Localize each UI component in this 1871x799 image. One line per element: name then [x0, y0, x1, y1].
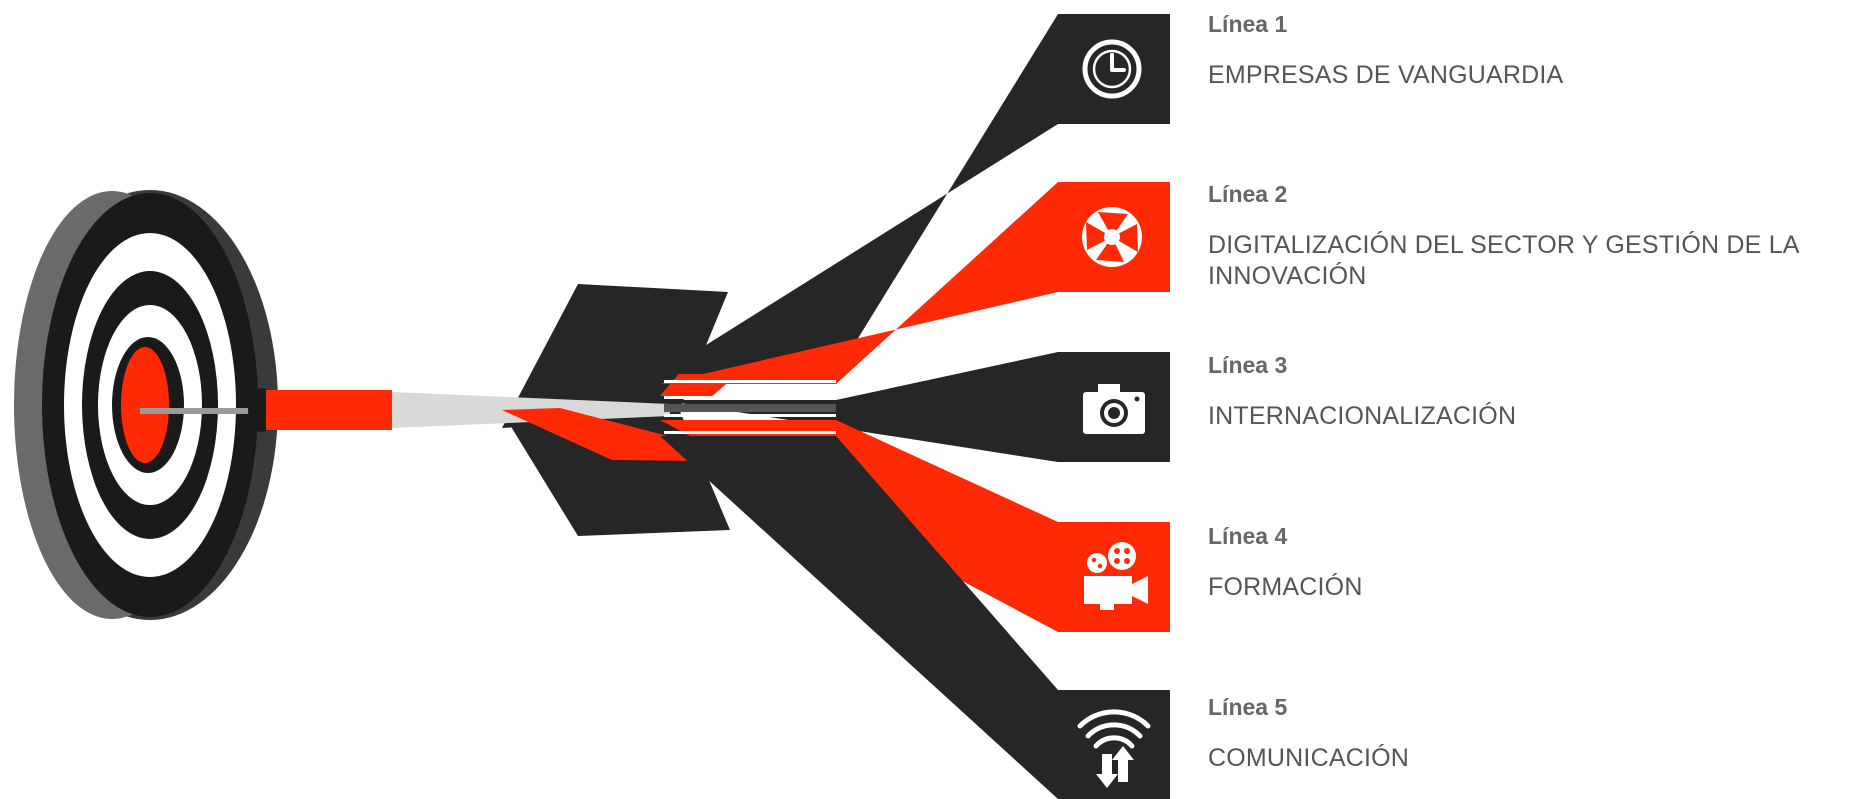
film-camera-icon	[1084, 542, 1148, 610]
line-label: Línea 3	[1208, 352, 1288, 378]
target-board	[14, 190, 278, 620]
line-label: Línea 5	[1208, 694, 1288, 720]
line-name: DIGITALIZACIÓN DEL SECTOR Y GESTIÓN DE L…	[1208, 231, 1799, 290]
line-item-2: Línea 2 DIGITALIZACIÓN DEL SECTOR Y GEST…	[1208, 180, 1868, 292]
camera-icon	[1083, 384, 1145, 434]
line-label: Línea 2	[1208, 181, 1288, 207]
strand-line-3	[660, 352, 1058, 462]
line-name: INTERNACIONALIZACIÓN	[1208, 402, 1517, 430]
line-name: FORMACIÓN	[1208, 573, 1363, 601]
target-bullseye	[121, 347, 169, 463]
dart-barrel	[266, 390, 392, 430]
box-line-5	[1058, 690, 1170, 799]
dart-tip	[140, 408, 258, 414]
strand-line-1	[660, 14, 1058, 374]
line-item-4: Línea 4 FORMACIÓN	[1208, 522, 1868, 603]
strand-line-5	[660, 436, 1058, 799]
strand-separator	[664, 431, 836, 434]
line-label: Línea 1	[1208, 11, 1288, 37]
strands	[660, 14, 1058, 799]
clock-icon	[1082, 39, 1142, 99]
strand-core	[664, 404, 836, 412]
strand-separator	[664, 396, 836, 399]
strand-line-2	[660, 182, 1058, 384]
line-item-1: Línea 1 EMPRESAS DE VANGUARDIA	[1208, 10, 1868, 91]
aperture-icon	[1082, 207, 1142, 267]
line-item-3: Línea 3 INTERNACIONALIZACIÓN	[1208, 351, 1868, 432]
wifi-transfer-icon	[1077, 709, 1151, 788]
line-name: COMUNICACIÓN	[1208, 744, 1410, 772]
line-item-5: Línea 5 COMUNICACIÓN	[1208, 693, 1868, 774]
strand-separator	[664, 414, 836, 417]
line-name: EMPRESAS DE VANGUARDIA	[1208, 61, 1564, 89]
line-label: Línea 4	[1208, 523, 1288, 549]
icon-boxes	[1058, 14, 1170, 799]
strand-separator	[664, 380, 836, 383]
